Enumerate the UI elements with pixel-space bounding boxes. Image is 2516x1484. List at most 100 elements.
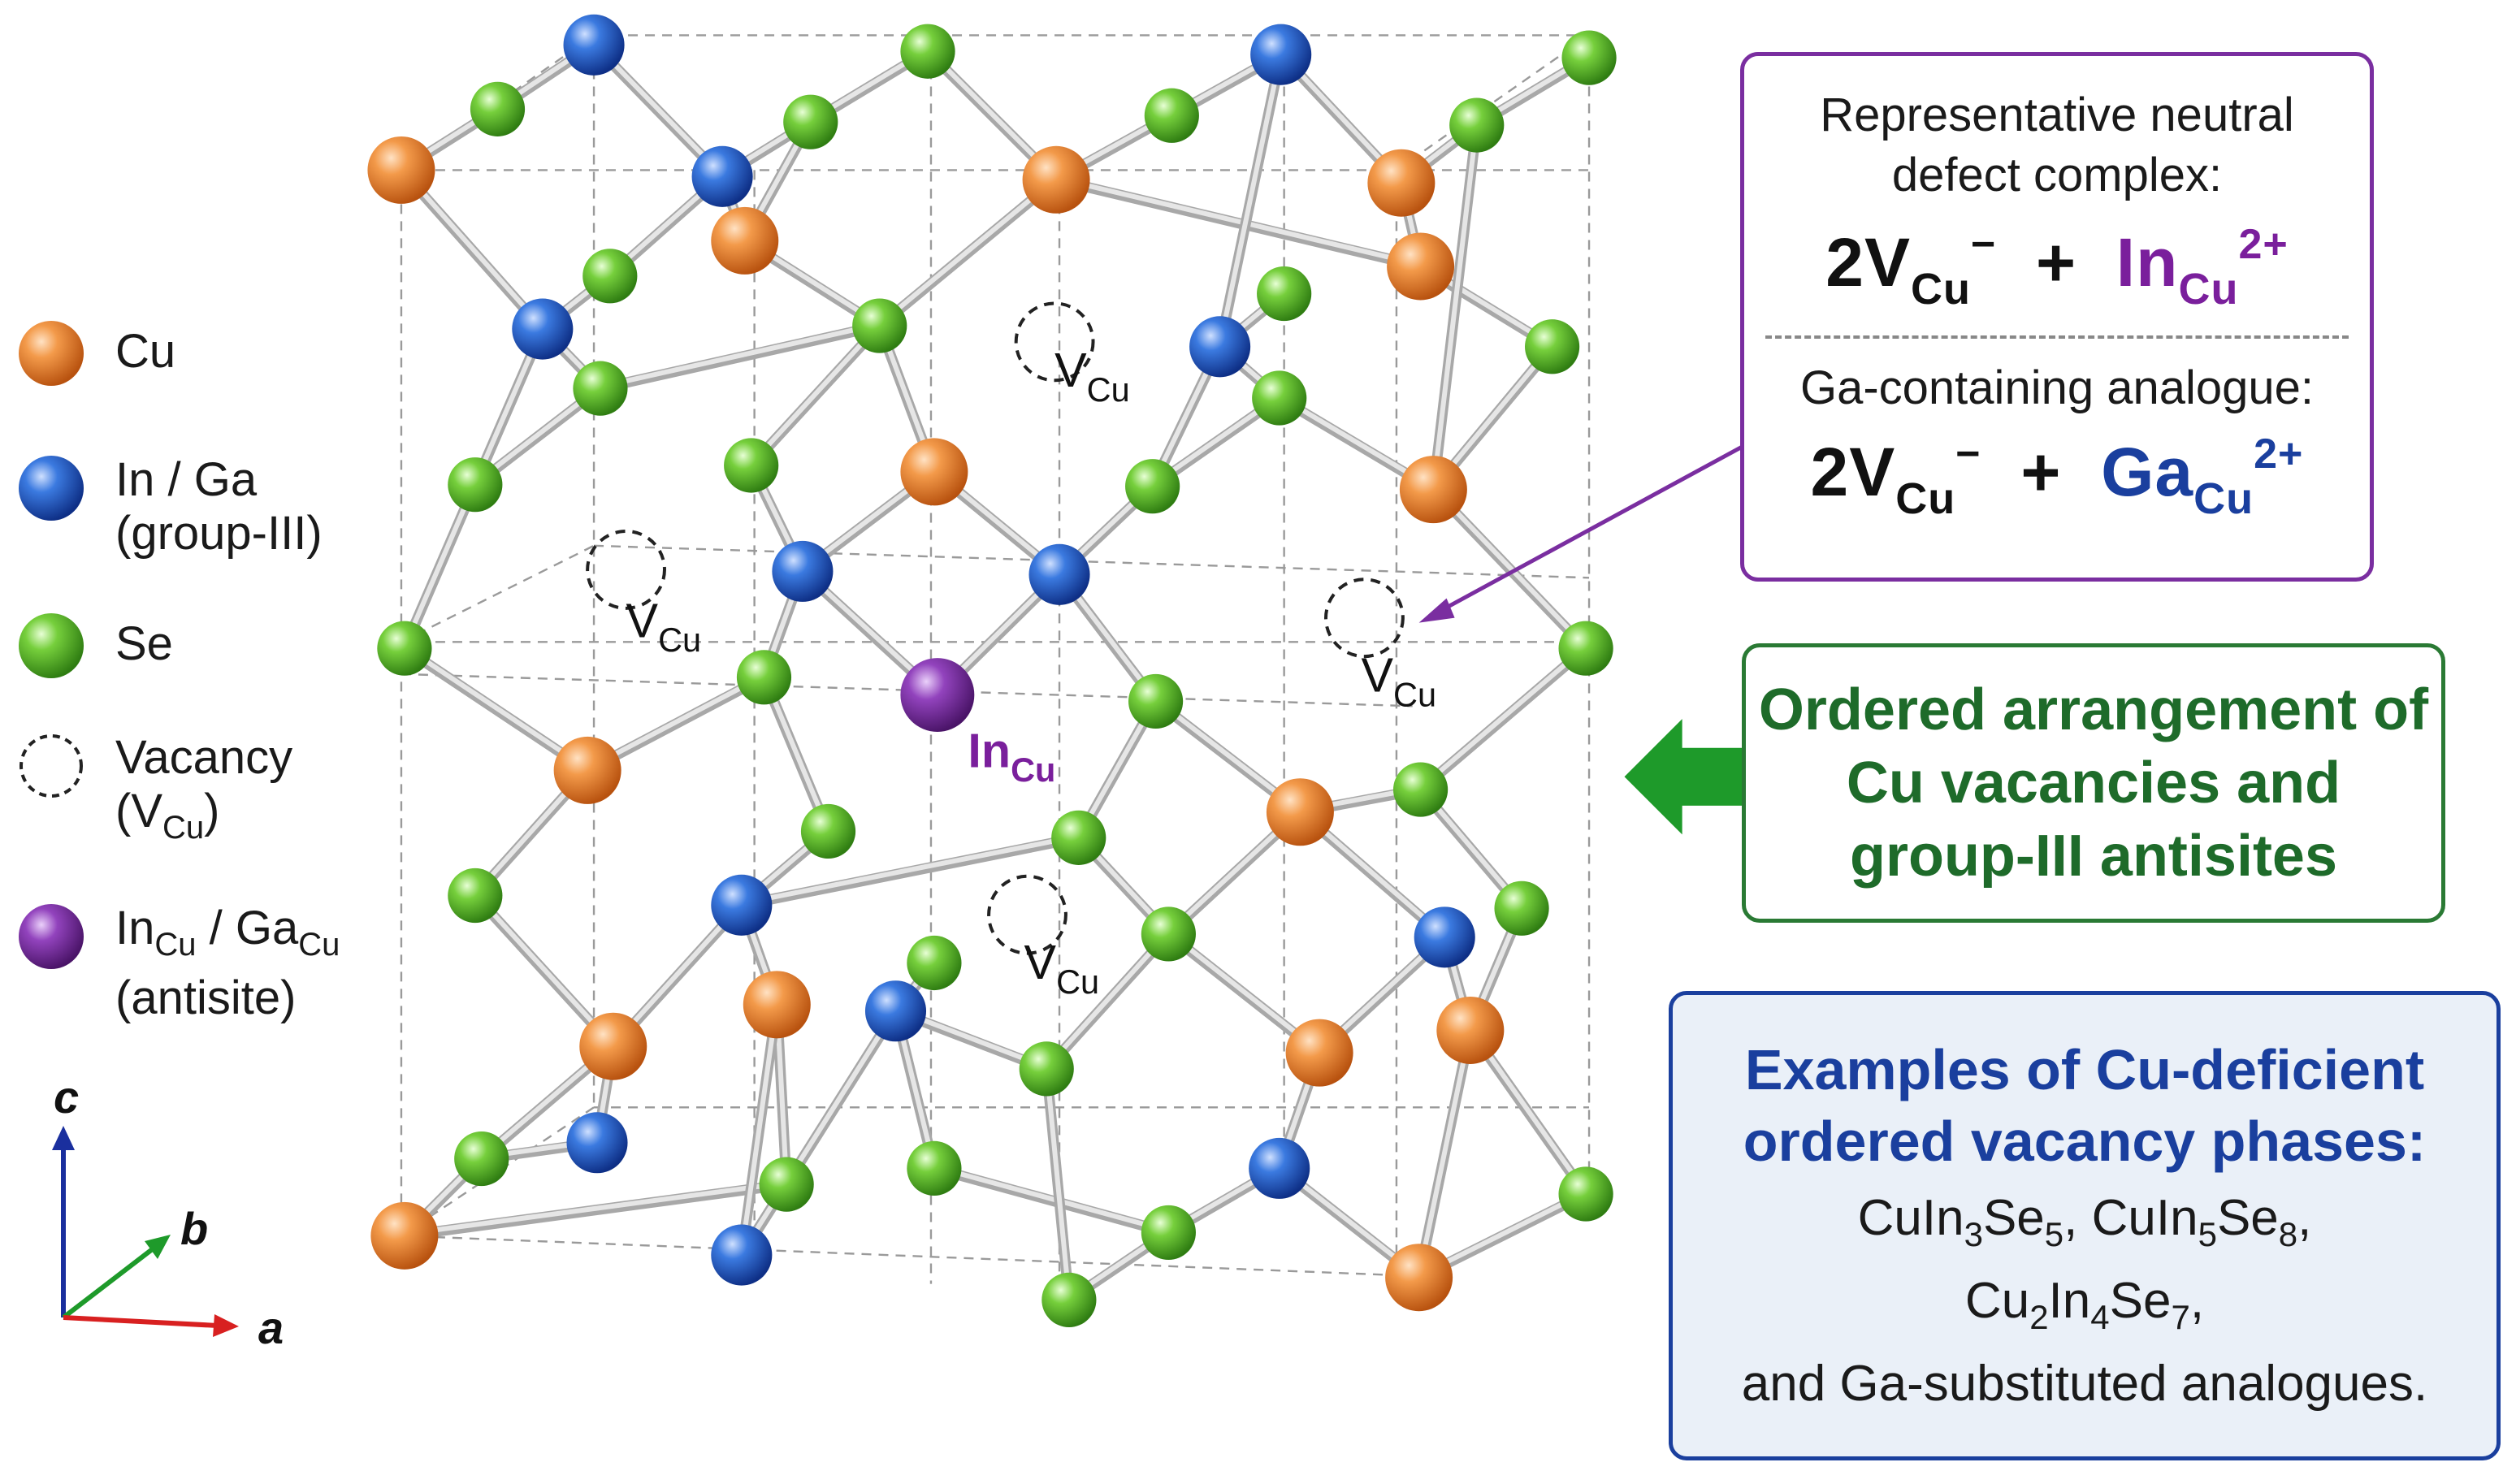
legend-item-se: Se: [16, 611, 173, 681]
in-ga-atom: [711, 1224, 773, 1286]
se-atom: [736, 650, 792, 705]
se-atom: [1257, 266, 1312, 322]
vacancy-icon: [19, 734, 83, 798]
vacancy-marker: [1324, 578, 1405, 659]
examples-box: Examples of Cu-deficient ordered vacancy…: [1669, 991, 2501, 1460]
bond-highlight: [1044, 1064, 1072, 1301]
bond-highlight: [597, 322, 882, 390]
antisite-label: InCu: [968, 723, 1055, 789]
axis-b-label: b: [180, 1203, 208, 1254]
legend-item-cu: Cu: [16, 318, 175, 388]
se-atom: [1141, 906, 1196, 962]
cu-atom: [900, 438, 968, 506]
bond-highlight: [401, 1180, 790, 1237]
se-atom: [724, 438, 779, 493]
bond-highlight: [398, 166, 545, 331]
cu-atom: [1387, 232, 1455, 301]
vacancy-marker: [1014, 301, 1095, 383]
cu-atom: [1367, 149, 1436, 217]
caption-line: Ga-containing analogue:: [1799, 361, 2315, 414]
vacancy-marker: [586, 529, 666, 610]
axes-indicator: c b a: [52, 1071, 284, 1353]
cu-atom: [1436, 996, 1505, 1064]
in-ga-atom: [566, 1112, 628, 1174]
vacancy-marker: [987, 874, 1067, 955]
legend-label: Se: [115, 617, 173, 670]
dashed-divider: [1765, 335, 2349, 339]
se-atom: [1525, 319, 1580, 374]
bond-highlight: [1044, 929, 1171, 1070]
in-ga-atom: [711, 874, 773, 936]
se-atom: [907, 935, 962, 991]
cu-atom: [711, 206, 779, 275]
legend-label: In / Ga(group-III): [115, 453, 323, 560]
bond-highlight: [401, 480, 478, 650]
bond-highlight: [1054, 175, 1423, 267]
se-atom: [759, 1157, 814, 1212]
cu-atom: [553, 736, 621, 804]
se-atom: [1494, 880, 1549, 936]
pointer-line: [1432, 444, 1744, 617]
defect-formula-ga: 2VCu− + GaCu2+: [1810, 430, 2304, 523]
cu-atom: [370, 1201, 439, 1270]
se-atom: [1019, 1041, 1074, 1097]
se-atom: [454, 1131, 509, 1187]
se-atom: [582, 249, 638, 304]
se-atom: [800, 803, 856, 859]
cu-atom: [1022, 145, 1090, 214]
antisite-atom-icon: [19, 904, 84, 969]
in-ga-atom-icon: [19, 456, 84, 521]
axis-a-label: a: [258, 1302, 284, 1353]
bond-highlight: [585, 673, 767, 772]
bond-highlight: [877, 175, 1059, 327]
vacancy-label: VCu: [626, 593, 702, 659]
legend-item-in-ga: In / Ga(group-III): [16, 453, 323, 560]
bond-highlight: [401, 644, 591, 772]
bond-highlight: [931, 1164, 1171, 1234]
caption-line: Representative neutral: [1820, 89, 2294, 141]
se-atom: [1561, 30, 1617, 85]
examples-heading: Examples of Cu-deficient: [1744, 1038, 2425, 1101]
in-ga-atom: [772, 540, 834, 602]
bond-highlight: [738, 1006, 899, 1257]
se-atom: [900, 24, 955, 79]
cu-atom: [1266, 778, 1334, 846]
se-atom: [1558, 621, 1613, 676]
legend-item-antisite: InCu / GaCu(antisite): [16, 902, 340, 1025]
se-atom: [1051, 810, 1106, 865]
se-atom: [470, 81, 526, 136]
ordered-arrangement-box: Ordered arrangement of Cu vacancies and …: [1742, 643, 2445, 923]
cu-atom: [367, 136, 435, 204]
in-ga-atom: [563, 14, 625, 76]
in-ga-atom: [1249, 1137, 1310, 1199]
examples-heading: ordered vacancy phases:: [1743, 1110, 2427, 1173]
bond-highlight: [738, 1000, 780, 1257]
se-atom: [448, 867, 503, 924]
in-ga-atom: [512, 298, 574, 360]
examples-formulas: CuIn3Se5, CuIn5Se8, Cu2In4Se7, and Ga-su…: [1741, 1190, 2428, 1412]
se-atom: [1449, 97, 1505, 153]
se-atom: [1128, 673, 1184, 729]
in-ga-atom: [1250, 24, 1312, 85]
cu-atom-icon: [19, 321, 84, 386]
se-atom: [907, 1140, 962, 1196]
se-atom: [1252, 370, 1307, 426]
se-atom: [1144, 88, 1199, 143]
cell-edge: [401, 1235, 1413, 1277]
se-atom: [1558, 1166, 1613, 1222]
in-ga-atom: [1028, 543, 1090, 605]
atoms: [367, 14, 1617, 1327]
se-atom: [852, 298, 907, 353]
se-atom: [783, 94, 838, 149]
cu-atom: [1285, 1019, 1353, 1087]
bond-highlight: [1418, 644, 1589, 791]
caption-line: defect complex:: [1891, 149, 2223, 201]
bond-highlight: [1431, 485, 1589, 650]
bond-highlight: [1217, 50, 1284, 348]
se-atom: [1041, 1272, 1097, 1327]
cell-edge: [594, 544, 1590, 579]
green-arrow-icon: [1624, 719, 1743, 835]
in-ga-atom: [864, 980, 927, 1042]
antisite-atom: [900, 658, 975, 732]
